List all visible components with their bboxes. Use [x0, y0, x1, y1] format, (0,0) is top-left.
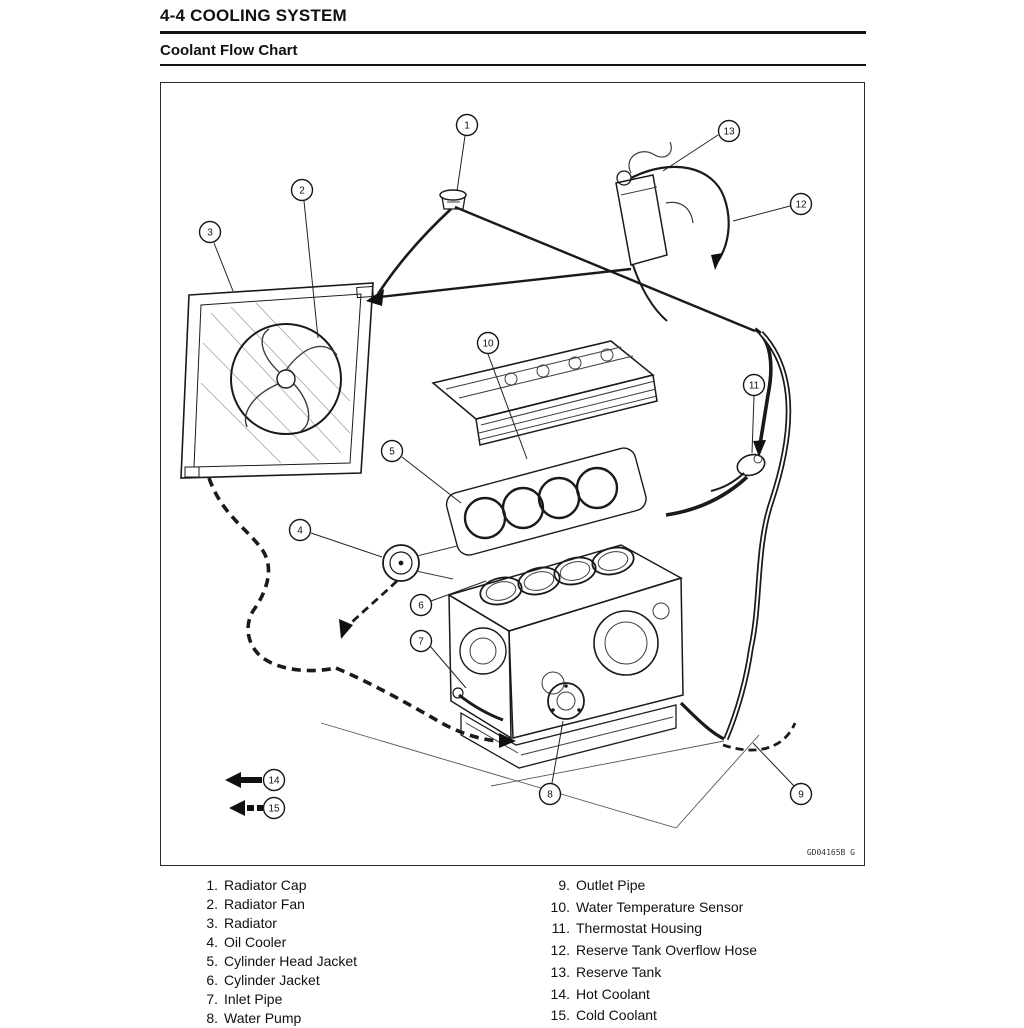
- coolant-flow-diagram: 1 2 3 4 5 6 7 8 9 10 11 12 13 14: [160, 82, 865, 866]
- thermostat-housing: [710, 453, 766, 492]
- legend-label: Oil Cooler: [224, 934, 287, 950]
- callout-8: 8: [538, 782, 562, 806]
- title-rule: [160, 31, 866, 34]
- svg-text:8: 8: [547, 790, 553, 801]
- hot-coolant-hoses: [366, 205, 792, 741]
- callout-6: 6: [409, 593, 433, 617]
- figure-code: GD04165B G: [807, 848, 855, 857]
- water-pump: [547, 682, 585, 720]
- legend-label: Hot Coolant: [576, 985, 650, 1002]
- callout-10: 10: [476, 331, 500, 355]
- svg-text:9: 9: [798, 790, 804, 801]
- callout-11: 11: [742, 373, 766, 397]
- legend-num: 4.: [206, 934, 218, 950]
- legend-label: Reserve Tank Overflow Hose: [576, 942, 758, 959]
- legend-label: Radiator Cap: [224, 877, 307, 893]
- section-rule: [160, 64, 866, 66]
- callouts: 1 2 3 4 5 6 7 8 9 10 11 12 13: [198, 113, 813, 806]
- svg-text:6: 6: [418, 601, 424, 612]
- svg-text:10: 10: [482, 339, 494, 350]
- legend-num: 7.: [206, 991, 218, 1007]
- svg-text:12: 12: [795, 200, 807, 211]
- legend-label: Outlet Pipe: [576, 877, 646, 893]
- cylinder-head: [431, 340, 658, 446]
- legend-num: 12.: [550, 942, 570, 959]
- callout-4: 4: [288, 518, 312, 542]
- page-title: 4-4 COOLING SYSTEM: [160, 6, 347, 25]
- section-title: Coolant Flow Chart: [160, 42, 298, 59]
- callout-9: 9: [789, 782, 813, 806]
- legend: 1. Radiator Cap 2. Radiator Fan 3. Radia…: [160, 876, 866, 1028]
- legend-num: 11.: [551, 920, 570, 937]
- reserve-tank-overflow-hose: [630, 165, 730, 270]
- svg-text:14: 14: [268, 776, 280, 787]
- svg-text:15: 15: [268, 804, 280, 815]
- callout-5: 5: [380, 439, 404, 463]
- legend-num: 13.: [550, 963, 570, 980]
- legend-num: 2.: [206, 896, 218, 912]
- legend-num: 1.: [206, 877, 218, 893]
- legend-label: Radiator: [224, 915, 277, 931]
- legend-num: 6.: [206, 972, 218, 988]
- cold-coolant-arrow: [229, 800, 263, 816]
- legend-num: 3.: [206, 915, 218, 931]
- flow-legend: 14 15: [225, 768, 286, 820]
- diagram-svg: 1 2 3 4 5 6 7 8 9 10 11 12 13 14: [180, 113, 855, 857]
- callout-13: 13: [717, 119, 741, 143]
- legend-num: 8.: [206, 1010, 218, 1026]
- svg-text:13: 13: [723, 127, 735, 138]
- svg-text:11: 11: [749, 381, 760, 392]
- manual-page: 4-4 COOLING SYSTEM Coolant Flow Chart: [160, 0, 866, 1028]
- legend-label: Water Temperature Sensor: [576, 898, 744, 915]
- legend-label: Cold Coolant: [576, 1007, 657, 1024]
- leader-lines: [213, 134, 795, 787]
- svg-text:7: 7: [418, 637, 424, 648]
- cylinder-head-gasket: [445, 447, 647, 556]
- legend-label: Reserve Tank: [576, 963, 662, 980]
- callout-15: 15: [262, 796, 286, 820]
- radiator-cap: [439, 189, 467, 210]
- callout-12: 12: [789, 192, 813, 216]
- callout-14: 14: [262, 768, 286, 792]
- legend-label: Inlet Pipe: [224, 991, 283, 1007]
- radiator-fan: [230, 323, 342, 435]
- legend-label: Radiator Fan: [224, 896, 305, 912]
- cylinder-block: [447, 544, 684, 769]
- callout-2: 2: [290, 178, 314, 202]
- svg-text:4: 4: [297, 526, 303, 537]
- legend-label: Cylinder Jacket: [224, 972, 320, 988]
- reserve-tank: [615, 141, 694, 322]
- legend-column-right: 9. Outlet Pipe 10. Water Temperature Sen…: [536, 876, 758, 1028]
- legend-num: 14.: [550, 985, 570, 1002]
- cold-coolant-hoses: [207, 477, 797, 752]
- svg-text:1: 1: [464, 121, 470, 132]
- legend-num: 9.: [558, 877, 570, 893]
- construction-lines: [320, 722, 760, 829]
- legend-num: 5.: [206, 953, 218, 969]
- legend-label: Water Pump: [224, 1010, 302, 1026]
- callout-3: 3: [198, 220, 222, 244]
- legend-column-left: 1. Radiator Cap 2. Radiator Fan 3. Radia…: [184, 876, 536, 1028]
- hot-coolant-arrow: [225, 772, 262, 788]
- legend-num: 15.: [550, 1007, 570, 1024]
- callout-1: 1: [455, 113, 479, 137]
- oil-cooler: [382, 544, 458, 582]
- svg-text:5: 5: [389, 447, 395, 458]
- legend-num: 10.: [550, 898, 570, 915]
- legend-label: Cylinder Head Jacket: [224, 953, 358, 969]
- inlet-pipe: [452, 687, 504, 722]
- callout-7: 7: [409, 629, 433, 653]
- legend-label: Thermostat Housing: [576, 920, 703, 937]
- svg-text:3: 3: [207, 228, 213, 239]
- svg-text:2: 2: [299, 186, 305, 197]
